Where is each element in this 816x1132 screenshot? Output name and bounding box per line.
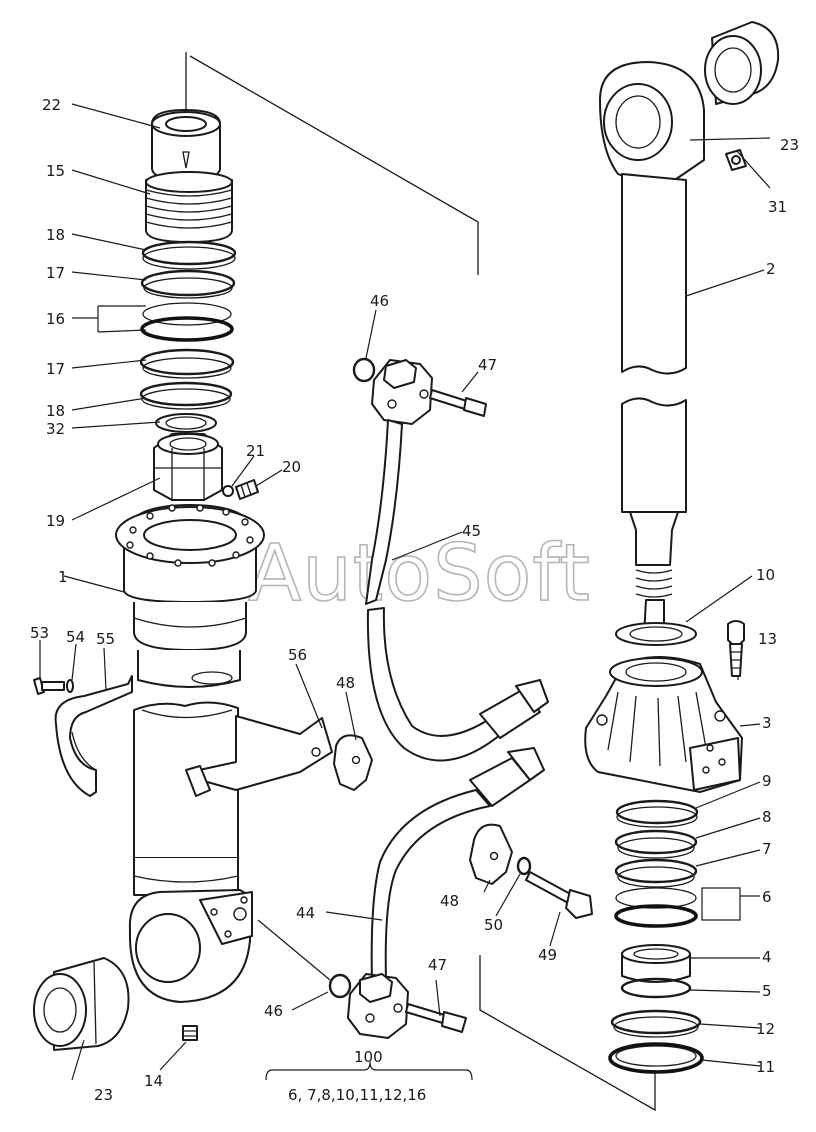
label-49: 49 (538, 946, 557, 964)
ring-12 (610, 1009, 702, 1038)
bolt-53 (33, 677, 65, 695)
ring-18-lower (139, 381, 233, 410)
label-47-lower: 47 (428, 956, 447, 974)
piston-15 (145, 171, 233, 243)
label-8: 8 (762, 808, 772, 826)
label-19: 19 (46, 512, 65, 530)
ring-17-lower (139, 348, 235, 379)
bolt-49 (525, 871, 593, 919)
rod-eye (599, 61, 705, 191)
label-12: 12 (756, 1020, 775, 1038)
label-44: 44 (296, 904, 315, 922)
seal-6 (614, 887, 698, 928)
label-47-upper: 47 (478, 356, 497, 374)
ring-17-upper (140, 269, 236, 299)
label-32: 32 (46, 420, 65, 438)
ring-11 (608, 1042, 704, 1074)
clamp-48-lower (469, 823, 513, 885)
piston-nut-22 (151, 109, 221, 181)
label-4: 4 (762, 948, 772, 966)
o-ring-46-upper (352, 357, 376, 383)
label-23-upper: 23 (780, 136, 799, 154)
label-7: 7 (762, 840, 772, 858)
label-13: 13 (758, 630, 777, 648)
kit-contents: 6, 7,8,10,11,12,16 (288, 1086, 426, 1104)
watermark-text: AutoSoft (248, 529, 591, 619)
part-labels: 22 15 18 17 16 17 18 32 19 21 20 1 53 54… (30, 96, 799, 1104)
ring-9 (615, 799, 699, 828)
bushing-4 (621, 944, 691, 983)
washer-54 (66, 679, 74, 693)
label-23-lower: 23 (94, 1086, 113, 1104)
label-48-lower: 48 (440, 892, 459, 910)
label-17-upper: 17 (46, 264, 65, 282)
o-ring-46-lower (328, 973, 352, 999)
label-21: 21 (246, 442, 265, 460)
label-11: 11 (756, 1058, 775, 1076)
label-18-lower: 18 (46, 402, 65, 420)
ring-8 (614, 829, 698, 859)
flange-upper-47 (371, 359, 433, 425)
label-10: 10 (756, 566, 775, 584)
ring-10 (615, 622, 697, 646)
assembly-guide-lines (185, 52, 656, 1112)
label-3: 3 (762, 714, 772, 732)
label-20: 20 (282, 458, 301, 476)
rod-cover-3 (584, 656, 743, 793)
ring-7 (614, 858, 698, 888)
label-55: 55 (96, 630, 115, 648)
label-46-lower: 46 (264, 1002, 283, 1020)
cylinder-tube (133, 701, 239, 896)
label-50: 50 (484, 916, 503, 934)
flange-lower-47 (347, 973, 409, 1039)
bushing-23-lower (33, 957, 130, 1051)
bracket-56 (185, 715, 333, 797)
label-17-lower: 17 (46, 360, 65, 378)
leader-lines (39, 103, 771, 1081)
clamp-48-upper (333, 734, 373, 791)
label-14: 14 (144, 1072, 163, 1090)
label-16: 16 (46, 310, 65, 328)
label-45: 45 (462, 522, 481, 540)
label-53: 53 (30, 624, 49, 642)
label-22: 22 (42, 96, 61, 114)
set-screw-20 (235, 479, 259, 500)
cylinder-head-1 (115, 504, 265, 688)
label-9: 9 (762, 772, 772, 790)
label-31: 31 (768, 198, 787, 216)
bushing-23-upper (704, 21, 780, 105)
label-54: 54 (66, 628, 85, 646)
label-46-upper: 46 (370, 292, 389, 310)
label-56: 56 (288, 646, 307, 664)
ball-21 (222, 485, 234, 497)
bolt-47-lower (405, 1003, 467, 1033)
label-15: 15 (46, 162, 65, 180)
plug-14 (182, 1025, 198, 1041)
kit-number-100: 100 (354, 1048, 383, 1066)
seal-16 (140, 302, 234, 342)
pipe-45 (365, 419, 549, 762)
snap-ring-5 (620, 977, 692, 999)
label-48-upper: 48 (336, 674, 355, 692)
washer-50 (516, 856, 532, 876)
ring-18-upper (141, 240, 237, 270)
band-clamp-55 (54, 675, 133, 797)
label-5: 5 (762, 982, 772, 1000)
ring-32 (155, 413, 217, 433)
grease-fitting-31 (725, 149, 747, 171)
label-2: 2 (766, 260, 776, 278)
nut-19 (153, 433, 223, 501)
piston-rod-2 (621, 173, 687, 640)
label-1: 1 (58, 568, 68, 586)
bolt-47-upper (429, 389, 487, 417)
bolt-13 (727, 620, 745, 677)
label-6: 6 (762, 888, 772, 906)
cylinder-bottom-eye (128, 889, 253, 1003)
label-18-upper: 18 (46, 226, 65, 244)
